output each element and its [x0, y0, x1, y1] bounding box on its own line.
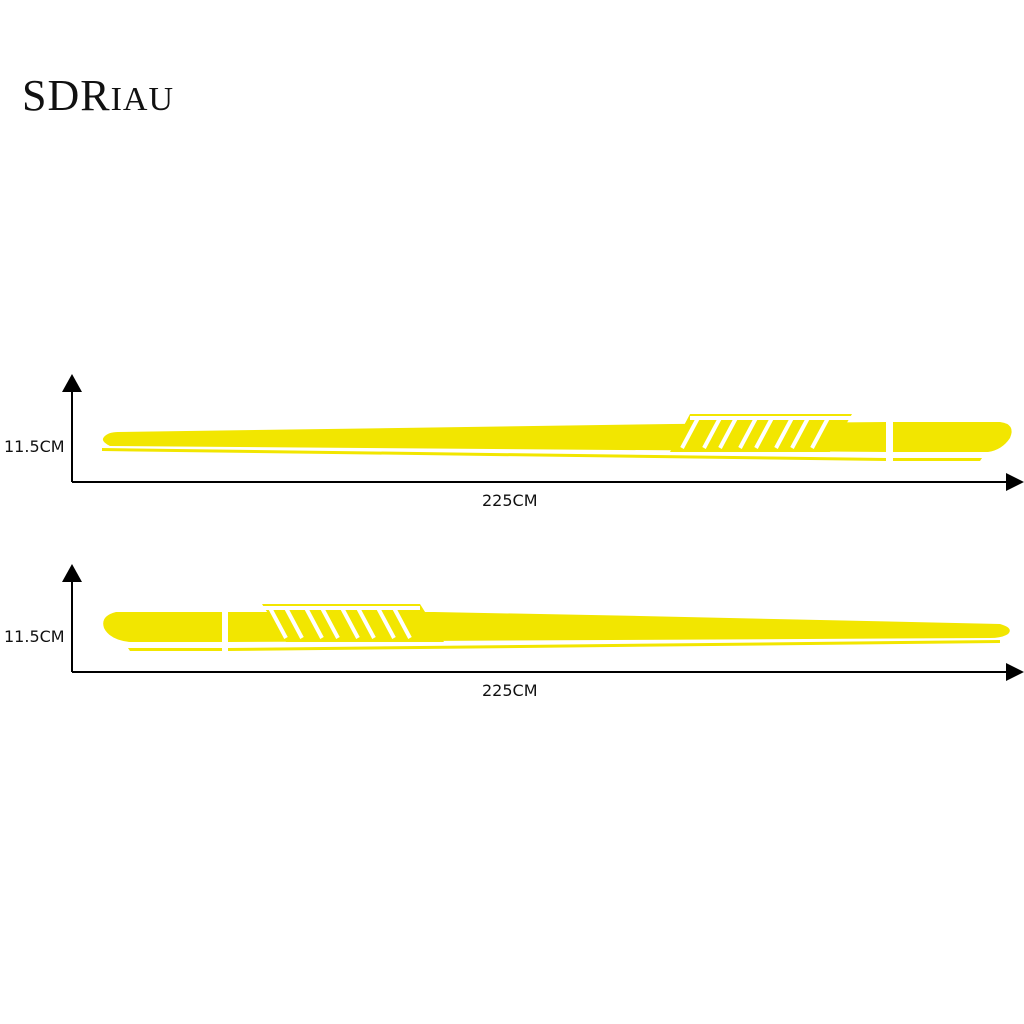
decal-1-stripe-graphic — [102, 414, 1012, 461]
decal-1-up-arrow-icon — [62, 374, 82, 392]
decal-2-length-label: 225CM — [482, 681, 538, 700]
decal-1 — [62, 374, 1024, 491]
brand-logo-text: SDRIAU — [22, 71, 175, 120]
decal-1-right-arrow-icon — [1006, 473, 1024, 491]
decal-1-length-label: 225CM — [482, 491, 538, 510]
decal-2-stripe-graphic — [103, 604, 1010, 651]
decal-2-right-arrow-icon — [1006, 663, 1024, 681]
decal-1-height-label: 11.5CM — [4, 437, 65, 456]
decal-2-axes — [62, 564, 1024, 681]
decal-1-stripe-cuts — [680, 416, 852, 449]
decal-2-up-arrow-icon — [62, 564, 82, 582]
decal-2-height-label: 11.5CM — [4, 627, 65, 646]
decal-1-axes — [62, 374, 1024, 491]
brand-logo: SDRIAU — [22, 70, 174, 121]
decal-2 — [62, 564, 1024, 681]
decal-2-stripe-cuts — [262, 606, 420, 639]
